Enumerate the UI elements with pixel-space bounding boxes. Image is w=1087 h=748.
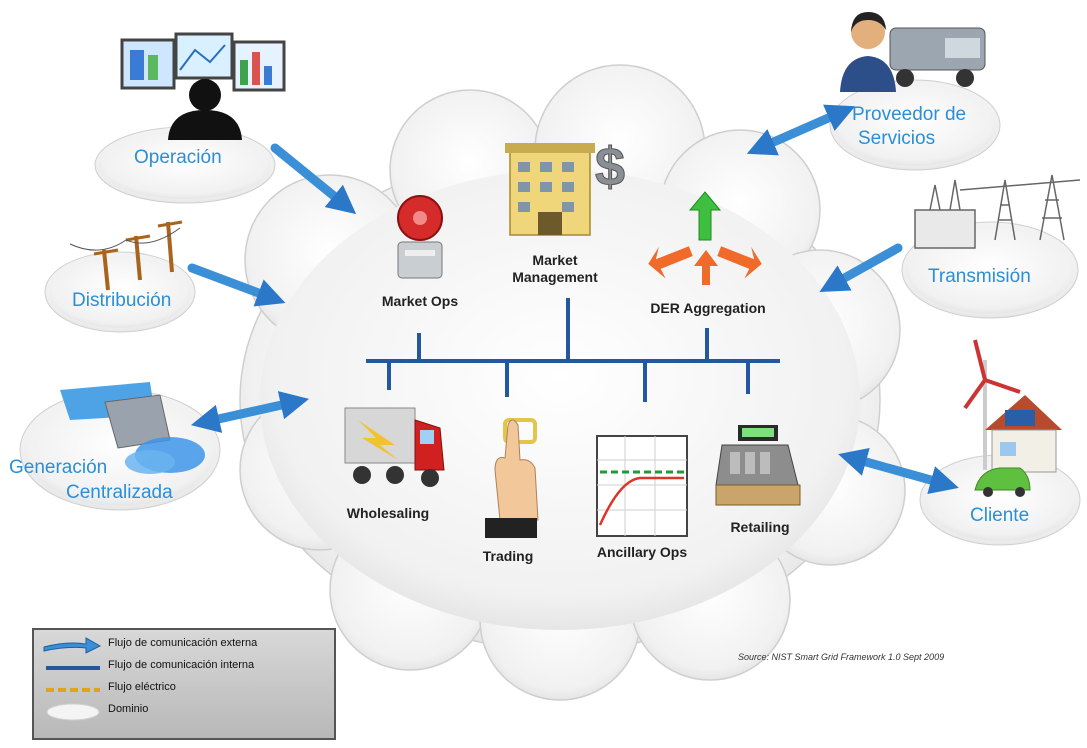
arrow-generacion <box>190 391 310 433</box>
retailing-register-icon <box>715 425 801 506</box>
legend-row-electric: Flujo eléctrico <box>34 678 334 700</box>
legend-row-internal: Flujo de comunicación interna <box>34 656 334 678</box>
distribution-poles-icon <box>69 220 183 291</box>
node-label-trading: Trading <box>482 548 534 564</box>
ancillary-ops-chart-icon <box>596 435 688 537</box>
node-label-wholesaling: Wholesaling <box>346 505 430 521</box>
domain-label-proveedor-line1: Proveedor de <box>852 104 967 125</box>
domain-label-generacion-line2: Centralizada <box>66 482 173 503</box>
legend-electric-dashed-icon <box>46 688 100 692</box>
node-label-market-management-line1: Market <box>532 252 578 268</box>
node-label-retailing: Retailing <box>730 519 790 535</box>
legend-domain-ellipse-icon <box>46 703 100 721</box>
legend: Flujo de comunicación externa Flujo de c… <box>32 628 336 740</box>
domain-label-proveedor-line2: Servicios <box>858 128 936 149</box>
domain-label-transmision: Transmisión <box>928 266 1031 287</box>
trading-hand-icon <box>485 418 539 538</box>
node-label-market-ops: Market Ops <box>381 293 459 309</box>
arrow-distribucion <box>187 263 286 307</box>
service-provider-icon <box>840 12 986 92</box>
legend-row-external: Flujo de comunicación externa <box>34 634 334 656</box>
arrow-proveedor <box>746 104 856 156</box>
der-aggregation-icon <box>648 191 762 285</box>
node-label-ancillary-ops: Ancillary Ops <box>596 544 688 560</box>
hydro-dam-icon <box>60 382 205 474</box>
transmission-substation-icon <box>914 174 1081 249</box>
cloud-cliente <box>919 454 1081 546</box>
arrow-operacion <box>270 143 357 215</box>
arrow-transmision <box>819 243 903 293</box>
domain-label-distribucion: Distribución <box>72 290 172 311</box>
source-note: Source: NIST Smart Grid Framework 1.0 Se… <box>738 652 945 662</box>
legend-row-domain: Dominio <box>34 700 334 722</box>
operations-center-icon <box>120 32 286 140</box>
internal-bus <box>366 298 780 402</box>
market-ops-icon <box>397 195 443 279</box>
legend-internal-line-icon <box>46 666 100 670</box>
svg-text:$: $ <box>595 137 625 197</box>
arrow-cliente <box>838 448 959 494</box>
cloud-operacion <box>94 126 276 204</box>
customer-home-icon <box>963 339 1062 497</box>
legend-label-internal: Flujo de comunicación interna <box>108 659 255 671</box>
node-label-der-aggregation: DER Aggregation <box>650 300 766 316</box>
legend-label-electric: Flujo eléctrico <box>108 681 176 693</box>
node-label-market-management-line2: Management <box>512 269 598 285</box>
legend-label-domain: Dominio <box>108 703 149 715</box>
wholesaling-truck-icon <box>344 407 445 487</box>
cloud-distribucion <box>44 251 196 333</box>
market-management-icon: $ <box>505 137 626 236</box>
legend-label-external: Flujo de comunicación externa <box>108 637 258 649</box>
domain-label-operacion: Operación <box>134 147 222 168</box>
domain-label-generacion-line1: Generación <box>9 457 108 478</box>
legend-external-arrow-icon <box>43 637 102 654</box>
domain-label-cliente: Cliente <box>970 505 1030 526</box>
